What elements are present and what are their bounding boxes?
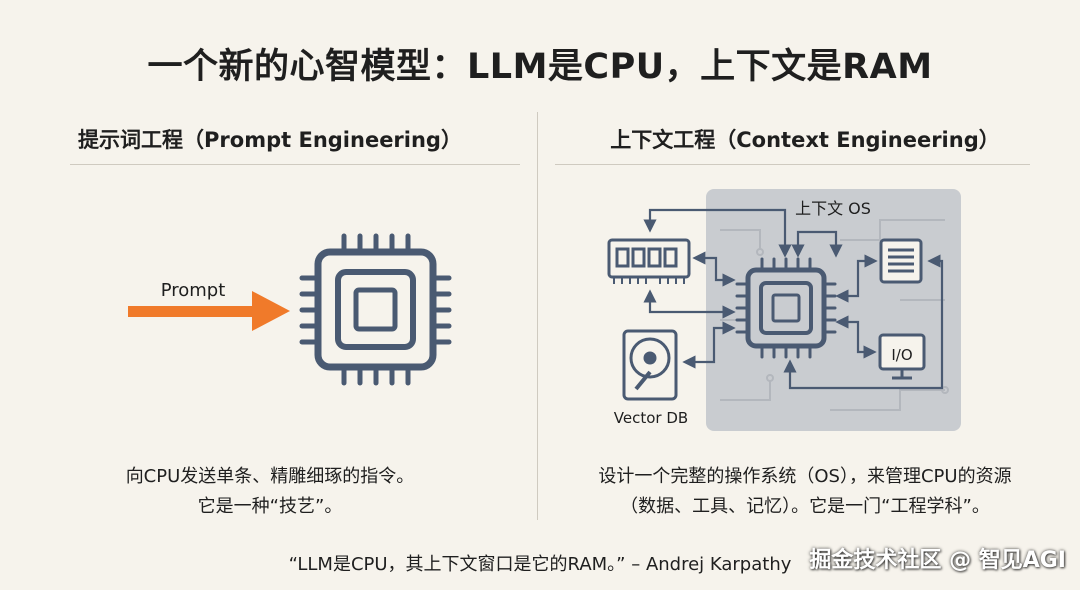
page-title: 一个新的心智模型：LLM是CPU，上下文是RAM: [147, 47, 933, 87]
io-label: I/O: [891, 346, 912, 364]
description-line: 它是一种“技艺”。: [197, 496, 343, 517]
karpathy-quote: “LLM是CPU，其上下文窗口是它的RAM。” – Andrej Karpath…: [288, 554, 792, 575]
context-engineering-description: 设计一个完整的操作系统（OS），来管理CPU的资源 （数据、工具、记忆）。它是一…: [545, 462, 1065, 522]
connection-arrows: [643, 208, 944, 390]
description-line: 设计一个完整的操作系统（OS），来管理CPU的资源: [598, 466, 1012, 487]
prompt-engineering-heading: 提示词工程（Prompt Engineering）: [78, 128, 462, 152]
watermark: 掘金技术社区 @ 智见AGI: [809, 548, 1066, 573]
vector-db-label: Vector DB: [614, 409, 688, 427]
context-os-label: 上下文 OS: [795, 199, 871, 218]
left-divider: [70, 164, 520, 165]
ram-stick-icon: [607, 238, 691, 284]
context-engineering-heading: 上下文工程（Context Engineering）: [610, 128, 1000, 152]
document-list-icon: [879, 238, 923, 284]
right-divider: [555, 164, 1030, 165]
cpu-chip-icon: [735, 257, 837, 359]
description-line: （数据、工具、记忆）。它是一门“工程学科”。: [620, 496, 990, 517]
prompt-engineering-description: 向CPU发送单条、精雕细琢的指令。 它是一种“技艺”。: [10, 462, 530, 522]
cpu-chip-icon: [299, 233, 452, 386]
hard-drive-icon: [622, 329, 678, 401]
column-divider: [537, 112, 538, 520]
prompt-label: Prompt: [161, 280, 226, 301]
context-os-panel: [706, 189, 961, 431]
arrow-right-icon: [128, 291, 290, 331]
description-line: 向CPU发送单条、精雕细琢的指令。: [125, 466, 415, 487]
